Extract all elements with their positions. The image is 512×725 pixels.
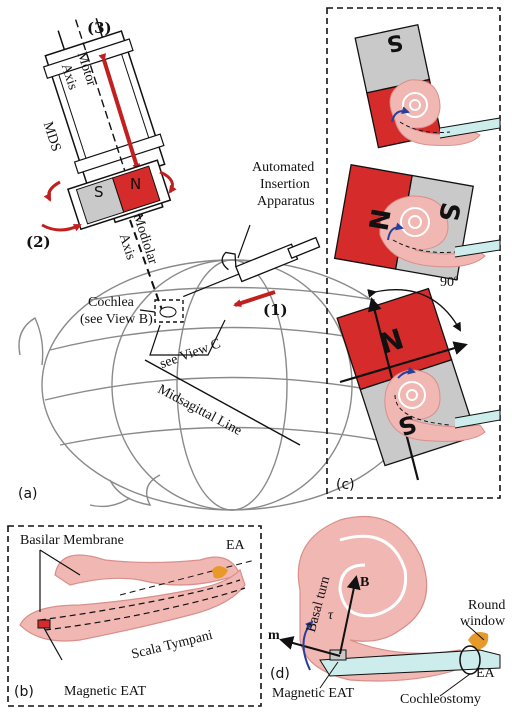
basilar-membrane-label: Basilar Membrane [20,533,124,548]
c-mid-n-label: N [361,206,395,233]
b-ea-label: EA [226,538,245,553]
magnet-n-label: N [130,175,142,193]
panel-d [279,516,501,697]
cochleostomy-label: Cochleostomy [400,692,481,707]
round-window-label-2: window [460,614,506,629]
step-3-label: (3) [87,19,112,37]
apparatus-label-2: Insertion [260,177,310,192]
m-vector-label: m [268,628,280,643]
c-top-s-label: S [384,28,406,57]
step-1-label: (1) [263,301,288,319]
panel-b-tag: (b) [14,684,34,700]
c-mid-s-label: S [432,200,465,224]
step-2-label: (2) [26,233,51,251]
round-window-label-1: Round [468,598,506,613]
d-eat-label: Magnetic EAT [272,686,355,701]
apparatus-label-1: Automated [252,160,315,175]
tau-label: τ [328,608,334,623]
panel-b [7,525,262,707]
panel-d-tag: (d) [270,666,290,682]
cochlea-label-1: Cochlea [88,295,134,310]
panel-a [18,17,423,511]
angle-label: 90º [440,275,459,290]
panel-c-tag: (c) [336,477,355,493]
head-wireframe [18,259,423,511]
c-bot-n-label: N [375,322,408,361]
panel-c [326,7,501,499]
apparatus-label-3: Apparatus [257,194,315,209]
cochlea-label-2: (see View B) [80,312,153,327]
d-ea-label: EA [476,666,495,681]
panel-a-tag: (a) [18,486,38,502]
magnet-s-label: S [94,183,104,201]
mds-magnet [66,159,172,231]
b-eat-label: Magnetic EAT [64,684,147,699]
b-vector-label: B [360,575,370,590]
insertion-apparatus [182,236,321,298]
